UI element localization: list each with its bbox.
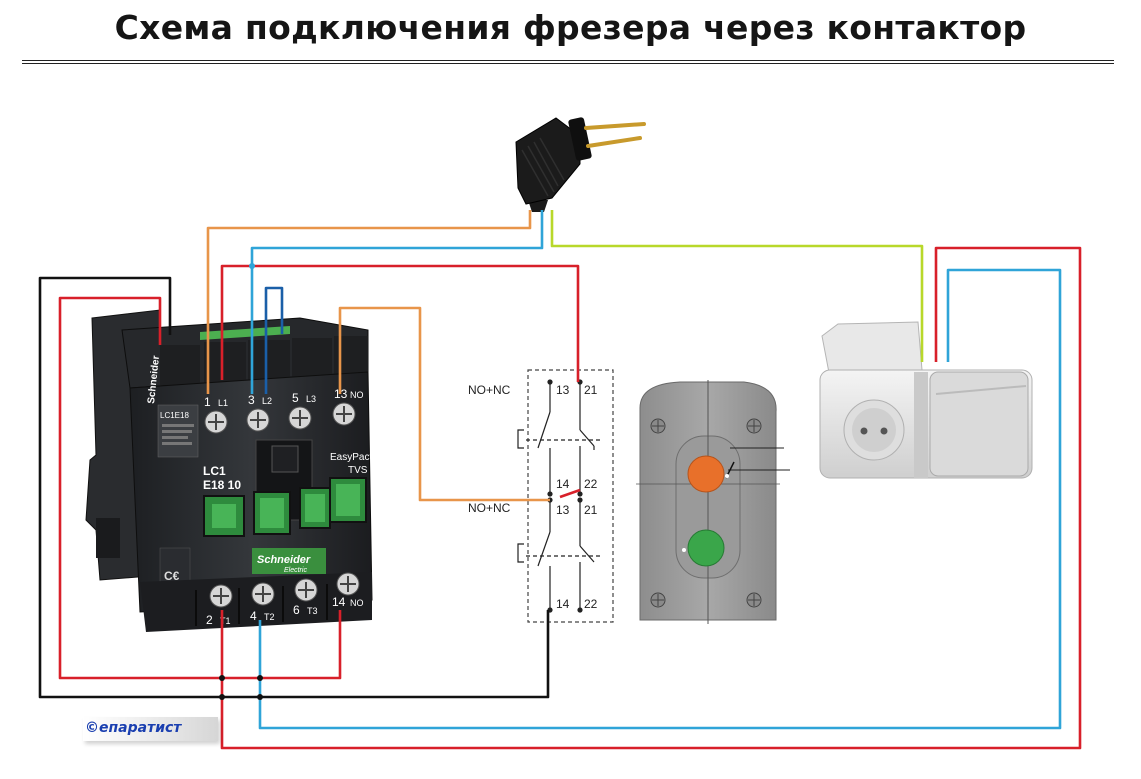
block-2-label: NO+NC bbox=[468, 501, 511, 515]
block-2-left-bottom: 14 bbox=[556, 597, 570, 611]
socket-hole bbox=[880, 427, 888, 435]
terminal-14-name: NO bbox=[350, 598, 364, 608]
terminal-6-number: 6 bbox=[293, 603, 300, 617]
plug-cable-boot bbox=[528, 200, 548, 212]
wires bbox=[38, 210, 1082, 750]
push-button-station bbox=[636, 380, 790, 624]
series-line-1: EasyPact bbox=[330, 452, 372, 463]
title-underline bbox=[22, 60, 1114, 64]
switch-schematic bbox=[517, 369, 614, 623]
wire-blue-socket bbox=[258, 268, 1062, 730]
station-screws bbox=[650, 418, 762, 608]
series-line-2: TVS bbox=[348, 465, 368, 476]
wire-red-socket bbox=[220, 246, 1082, 750]
wire-red-left bbox=[58, 296, 342, 680]
wire-junctions bbox=[219, 263, 263, 700]
terminal-6-name: T3 bbox=[307, 606, 318, 616]
model-top: LC1E18 bbox=[160, 411, 189, 420]
stop-button[interactable] bbox=[687, 455, 725, 493]
socket-lid-right bbox=[929, 371, 1029, 477]
model-line-2: E18 10 bbox=[203, 478, 241, 492]
bottom-terminal-screws bbox=[209, 572, 360, 608]
wire-darkblue-jumper bbox=[264, 286, 284, 394]
terminal-1-number: 1 bbox=[204, 395, 211, 409]
schematic-frame bbox=[527, 369, 614, 623]
brand-badge bbox=[252, 548, 326, 574]
ce-mark-icon: C€ bbox=[164, 569, 180, 583]
terminal-5-number: 5 bbox=[292, 391, 299, 405]
block-1-left-bottom: 14 bbox=[556, 477, 570, 491]
plug-pin bbox=[584, 122, 646, 130]
plug-pin bbox=[586, 136, 642, 148]
contactor: 1 L1 3 L2 5 L3 13 NO Schneider LC1E18 LC… bbox=[85, 309, 373, 632]
block-1-right-top: 21 bbox=[584, 383, 598, 397]
terminal-3-number: 3 bbox=[248, 393, 255, 407]
block-1-right-bottom: 22 bbox=[584, 477, 598, 491]
wire-red-bridge bbox=[559, 488, 581, 499]
wire-blue-plug bbox=[250, 210, 544, 394]
terminal-5-name: L3 bbox=[306, 394, 316, 404]
green-indicators bbox=[203, 477, 367, 537]
power-plug bbox=[515, 117, 646, 212]
model-line-1: LC1 bbox=[203, 464, 226, 478]
terminal-2-name: T1 bbox=[220, 616, 231, 626]
terminal-4-name: T2 bbox=[264, 612, 275, 622]
block-1-left-top: 13 bbox=[556, 383, 570, 397]
brand-badge-name: Schneider bbox=[257, 554, 311, 566]
top-terminal-screws bbox=[204, 402, 356, 434]
terminal-2-number: 2 bbox=[206, 613, 213, 627]
wire-red-phase bbox=[220, 264, 580, 382]
block-2-right-bottom: 22 bbox=[584, 597, 598, 611]
wire-orange-plug bbox=[206, 210, 532, 394]
copyright-badge: ©епаратист bbox=[83, 717, 218, 741]
contactor-rail-clip bbox=[96, 518, 120, 558]
copyright-text: ©епаратист bbox=[85, 720, 182, 736]
block-2-left-top: 13 bbox=[556, 503, 570, 517]
terminal-14-number: 14 bbox=[332, 595, 346, 609]
page-title: Схема подключения фрезера через контакто… bbox=[114, 8, 1027, 47]
socket-hole bbox=[860, 427, 868, 435]
block-2-right-top: 21 bbox=[584, 503, 598, 517]
block-1-label: NO+NC bbox=[468, 383, 511, 397]
wire-black bbox=[38, 276, 550, 699]
brand-plate: Schneider LC1E18 bbox=[146, 355, 199, 458]
brand-name: Schneider bbox=[146, 355, 162, 404]
terminal-1-name: L1 bbox=[218, 398, 228, 408]
wire-ground bbox=[550, 210, 924, 362]
terminal-13-name: NO bbox=[350, 390, 364, 400]
wire-orange-control bbox=[338, 306, 550, 502]
outlet-socket bbox=[819, 321, 1033, 479]
brand-badge-sub: Electric bbox=[284, 567, 307, 574]
start-button[interactable] bbox=[687, 529, 725, 567]
plug-body bbox=[515, 117, 581, 205]
terminal-4-number: 4 bbox=[250, 609, 257, 623]
terminal-3-name: L2 bbox=[262, 396, 272, 406]
